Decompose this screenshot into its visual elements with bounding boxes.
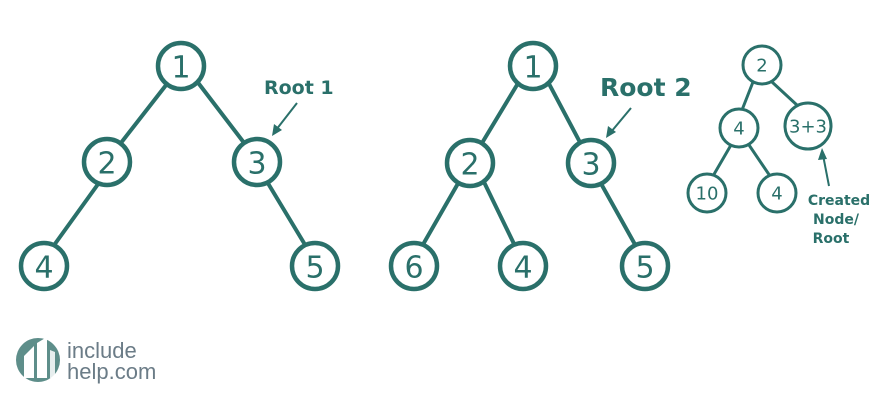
edge-t3-4-10 xyxy=(711,143,733,178)
created-label-line-2: Node/ xyxy=(813,212,860,228)
tree-2-node-1-label: 1 xyxy=(523,51,542,86)
tree-3-node-4b-label: 4 xyxy=(771,184,782,205)
tree-2-node-2-label: 2 xyxy=(460,148,479,183)
tree-3-node-10: 10 xyxy=(686,172,728,214)
tree-1-node-2: 2 xyxy=(81,136,133,188)
root-2-label: Root 2 xyxy=(600,73,692,102)
tree-2-node-1: 1 xyxy=(507,40,559,92)
tree-3-node-4-label: 4 xyxy=(733,119,744,140)
tree-3-node-10-label: 10 xyxy=(696,184,719,205)
root-2-annotation: Root 2 xyxy=(600,73,692,138)
edge-t3-2-4 xyxy=(740,80,755,112)
created-label-line-3: Root xyxy=(813,231,850,247)
edge-t3-4-4 xyxy=(747,143,772,178)
logo-text-line-1: include xyxy=(67,338,137,363)
root-1-arrow-head xyxy=(272,124,282,136)
tree-1-node-3-label: 3 xyxy=(247,147,266,182)
tree-2-node-6-label: 6 xyxy=(404,251,423,286)
includehelp-logo: include help.com xyxy=(16,337,156,384)
tree-1-node-3: 3 xyxy=(231,136,283,188)
logo-text-line-2: help.com xyxy=(67,359,156,384)
tree-2-node-5: 5 xyxy=(619,240,671,292)
root-1-arrow xyxy=(275,102,298,131)
tree-3-node-4b: 4 xyxy=(756,172,798,214)
edge-t2-2-4 xyxy=(481,178,518,250)
edge-t2-3-5 xyxy=(597,178,639,250)
tree-3-edges xyxy=(711,80,800,178)
tree-2-node-3: 3 xyxy=(565,137,617,189)
tree-2-node-4: 4 xyxy=(497,240,549,292)
created-node-annotation: Created Node/ Root xyxy=(808,148,870,247)
house-icon xyxy=(16,337,60,382)
tree-2-node-4-label: 4 xyxy=(513,251,532,286)
created-node-arrow xyxy=(822,154,830,187)
created-node-arrow-head xyxy=(818,148,827,160)
tree-2-node-3-label: 3 xyxy=(581,148,600,183)
edge-t2-1-3 xyxy=(545,78,585,150)
root-1-label: Root 1 xyxy=(264,77,334,99)
tree-1-node-2-label: 2 xyxy=(97,147,116,182)
edge-t1-2-4 xyxy=(50,178,103,250)
tree-2-edges xyxy=(419,78,639,250)
tree-3-node-4: 4 xyxy=(718,107,760,149)
edge-t2-2-6 xyxy=(419,178,462,250)
tree-2-node-2: 2 xyxy=(444,137,496,189)
edge-t1-1-3 xyxy=(194,78,250,150)
edge-t2-1-2 xyxy=(477,78,522,150)
edge-t1-1-2 xyxy=(115,78,172,150)
tree-1-node-1: 1 xyxy=(155,40,207,92)
tree-2-node-6: 6 xyxy=(388,240,440,292)
edge-t1-3-5 xyxy=(264,178,309,250)
root-2-arrow xyxy=(610,107,632,133)
tree-3-node-2-label: 2 xyxy=(756,56,767,77)
tree-1-node-5-label: 5 xyxy=(305,251,324,286)
tree-3-node-2: 2 xyxy=(741,44,783,86)
edge-t3-2-33 xyxy=(770,80,800,108)
tree-3-node-3-plus-3: 3+3 xyxy=(783,101,833,151)
tree-1-node-4: 4 xyxy=(18,240,70,292)
tree-3-node-3-plus-3-label: 3+3 xyxy=(789,117,827,138)
tree-1-node-4-label: 4 xyxy=(34,251,53,286)
tree-1-node-5: 5 xyxy=(289,240,341,292)
root-2-arrow-head xyxy=(606,126,616,138)
root-1-annotation: Root 1 xyxy=(264,77,334,136)
tree-1-node-1-label: 1 xyxy=(171,51,190,86)
created-label-line-1: Created xyxy=(808,193,870,209)
tree-1-edges xyxy=(50,78,309,250)
tree-2-node-5-label: 5 xyxy=(635,251,654,286)
